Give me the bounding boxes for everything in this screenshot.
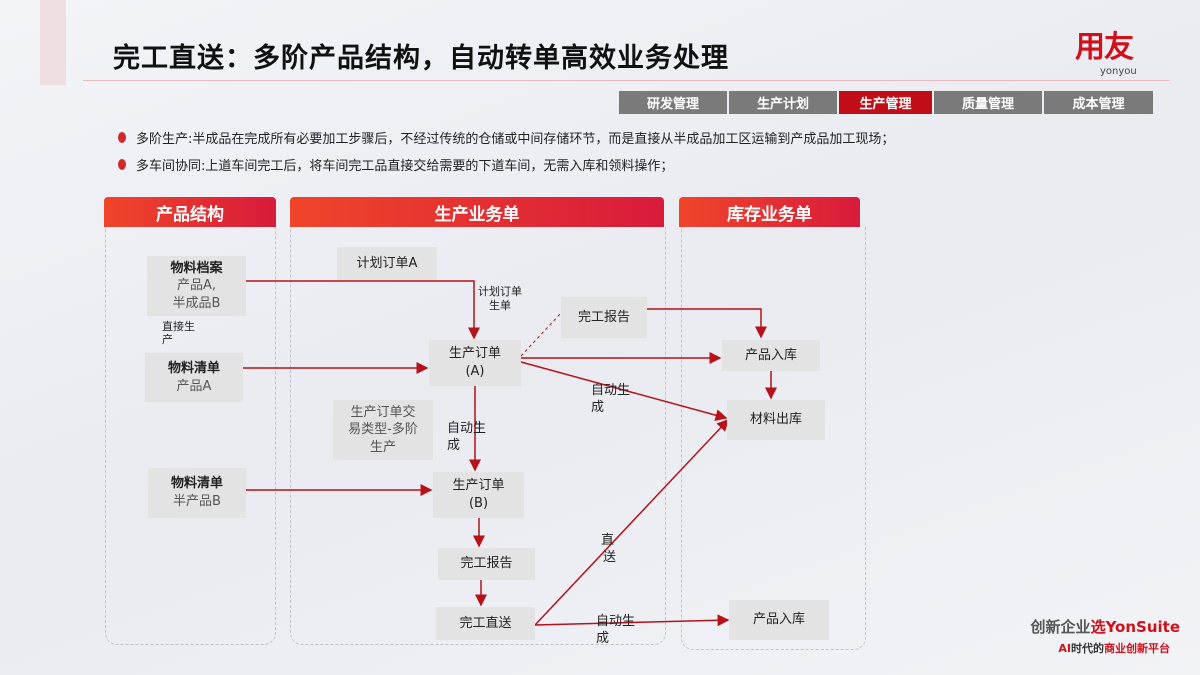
material-file-box: 物料档案产品A,半成品B — [147, 256, 246, 316]
auto-gen-label: 自动生成 — [447, 421, 487, 453]
box-title: 物料档案 — [170, 260, 223, 276]
bullet-dot-icon — [118, 159, 126, 170]
auto-gen-label-2: 自动生成 — [591, 383, 631, 415]
tab-cost[interactable]: 成本管理 — [1044, 91, 1153, 114]
panel-product — [105, 227, 276, 645]
completion-report-top-box: 完工报告 — [561, 297, 647, 338]
box-title: 生产订单 — [448, 346, 501, 362]
direct-delivery-box: 完工直送 — [436, 607, 535, 640]
title-divider — [83, 80, 1170, 81]
arrow — [246, 280, 480, 340]
tab-quality[interactable]: 质量管理 — [934, 91, 1042, 114]
box-sub: 半产品B — [173, 494, 221, 509]
bom-b-box: 物料清单半产品B — [148, 468, 246, 518]
box-title: 生产订单 — [452, 478, 505, 494]
arrow — [520, 361, 728, 422]
prod-order-a-box: 生产订单 (A) — [429, 340, 521, 386]
box-sub: 产品A, — [176, 278, 217, 294]
page-title: 完工直送：多阶产品结构，自动转单高效业务处理 — [113, 43, 729, 74]
plan-order-box: 计划订单A — [337, 247, 437, 280]
auto-gen-label-3: 自动生成 — [596, 614, 636, 646]
arrow — [647, 308, 767, 339]
box-line: 生产订单交 — [350, 404, 416, 420]
box-sub: (B) — [468, 496, 489, 511]
box-title: 物料清单 — [170, 476, 223, 492]
section-inventory-orders: 库存业务单 — [679, 197, 860, 227]
box-sub: 产品A — [176, 378, 212, 394]
tab-rd[interactable]: 研发管理 — [619, 91, 727, 114]
bullet-item: 多阶生产:半成品在完成所有必要加工步骤后，不经过传统的仓储或中间存储环节，而是直… — [118, 128, 894, 147]
bom-a-box: 物料清单产品A — [145, 353, 243, 402]
tab-planning[interactable]: 生产计划 — [729, 91, 837, 114]
box-sub: 半成品B — [172, 295, 221, 311]
bullet-item: 多车间协同:上道车间完工后，将车间完工品直接交给需要的下道车间，无需入库和领料操… — [118, 155, 673, 174]
bullet-dot-icon — [118, 132, 126, 143]
panel-production — [290, 227, 666, 645]
bullet-text: 多阶生产:半成品在完成所有必要加工步骤后，不经过传统的仓储或中间存储环节，而是直… — [136, 132, 895, 147]
material-out-box: 材料出库 — [727, 400, 825, 440]
footer-slogan: 创新企业选YonSuite — [1030, 618, 1180, 636]
arrow — [534, 614, 730, 627]
section-product-structure: 产品结构 — [104, 197, 276, 227]
footer-tagline: AI时代的商业创新平台 — [1058, 642, 1170, 655]
product-in-top-box: 产品入库 — [722, 340, 820, 371]
direct-label: 直送 — [601, 533, 617, 565]
direct-production-label: 直接生产 — [162, 320, 195, 347]
prod-order-b-box: 生产订单 (B) — [433, 472, 524, 518]
product-in-bottom-box: 产品入库 — [729, 600, 829, 640]
tab-production[interactable]: 生产管理 — [839, 91, 932, 114]
box-title: 物料清单 — [167, 360, 220, 376]
decor-bar — [40, 0, 66, 85]
completion-report-box: 完工报告 — [438, 548, 535, 580]
yonyou-logo: 用友 — [1075, 30, 1134, 65]
bullet-text: 多车间协同:上道车间完工后，将车间完工品直接交给需要的下道车间，无需入库和领料操… — [136, 159, 674, 174]
panel-inventory — [681, 227, 866, 650]
trans-type-box: 生产订单交易类型-多阶生产 — [333, 400, 433, 460]
box-line: 生产 — [369, 439, 396, 455]
box-sub: (A) — [465, 364, 485, 379]
box-line: 易类型-多阶 — [348, 422, 418, 438]
plan-gen-label: 计划订单生单 — [478, 285, 522, 313]
yonyou-logo-sub: yonyou — [1100, 66, 1137, 77]
dashed-link — [520, 312, 562, 357]
arrow — [534, 418, 730, 626]
section-production-orders: 生产业务单 — [290, 197, 664, 227]
